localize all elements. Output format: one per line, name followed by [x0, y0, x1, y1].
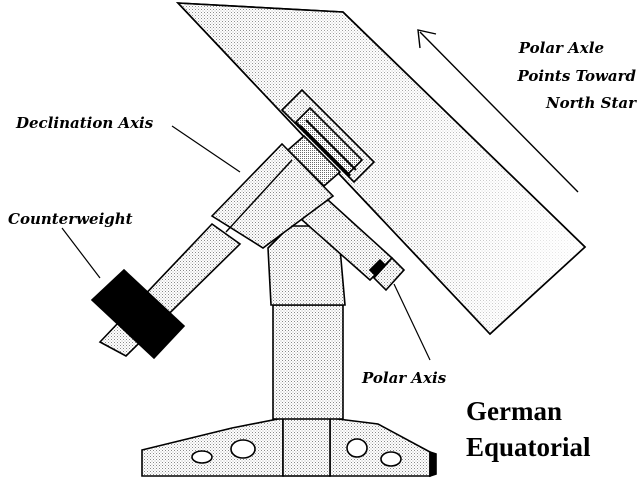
base-hole — [346, 438, 368, 458]
tripod-base — [141, 413, 437, 478]
polar-axle-label-line1: Polar Axle — [518, 39, 604, 57]
counterweight-leader-line — [61, 227, 101, 279]
polar-axle-label-line3: North Star — [545, 94, 637, 112]
base-hole — [380, 451, 402, 467]
declination-axis-housing — [210, 134, 342, 249]
declination-axis-label: Declination Axis — [15, 114, 154, 132]
diagram-title-line1: German — [466, 396, 562, 426]
polar-axis-label: Polar Axis — [361, 369, 447, 387]
tube-saddle — [280, 88, 376, 184]
counterweight — [90, 268, 186, 360]
base-hole — [230, 439, 256, 459]
counterweight-label: Counterweight — [8, 210, 133, 228]
declination-leader-line — [171, 125, 241, 173]
polar-axis-leader-line — [393, 283, 431, 361]
leader-lines — [61, 125, 431, 361]
diagram-title-line2: Equatorial — [466, 432, 591, 462]
polar-axle-label-line2: Points Toward — [516, 67, 636, 85]
pier-column — [272, 304, 344, 420]
telescope-tube — [176, 2, 587, 336]
base-hole — [191, 450, 213, 464]
north-star-arrow — [417, 29, 579, 193]
